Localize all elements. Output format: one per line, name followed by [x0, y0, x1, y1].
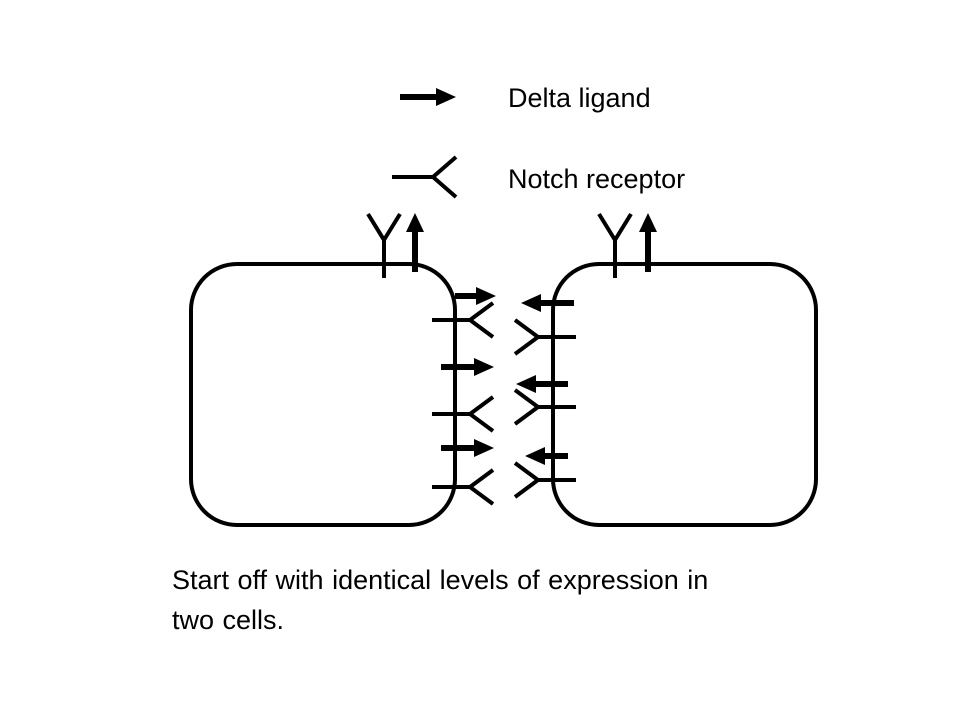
legend-notch-label: Notch receptor — [508, 164, 685, 194]
left-cell-notch-receptor-icon — [432, 468, 495, 506]
caption-line-1: Start off with identical levels of expre… — [172, 565, 709, 595]
legend-delta-label: Delta ligand — [508, 83, 651, 113]
left-cell-delta-arrow-icon — [441, 439, 494, 457]
right-cell-top-notch-receptor-icon — [597, 212, 633, 278]
left-cell-notch-receptor-icon — [432, 395, 495, 433]
right-cell-notch-receptor-icon — [513, 388, 576, 426]
left-cell — [189, 262, 457, 527]
left-cell-top-delta-arrow-icon — [406, 213, 424, 272]
left-cell-delta-arrow-icon — [441, 358, 494, 376]
right-cell — [551, 262, 818, 527]
caption: Start off with identical levels of expre… — [172, 560, 812, 640]
right-cell-notch-receptor-icon — [513, 461, 576, 499]
right-cell-delta-arrow-icon — [525, 447, 568, 465]
legend-notch-receptor-icon — [392, 155, 458, 199]
left-cell-notch-receptor-icon — [432, 301, 495, 339]
legend-delta-arrow-icon — [400, 88, 456, 106]
left-cell-top-notch-receptor-icon — [366, 212, 402, 278]
right-cell-notch-receptor-icon — [513, 318, 576, 356]
right-cell-delta-arrow-icon — [516, 375, 568, 393]
caption-line-2: two cells. — [172, 605, 285, 635]
right-cell-top-delta-arrow-icon — [639, 213, 657, 272]
right-cell-delta-arrow-icon — [521, 294, 574, 312]
left-cell-delta-arrow-icon — [455, 287, 496, 305]
